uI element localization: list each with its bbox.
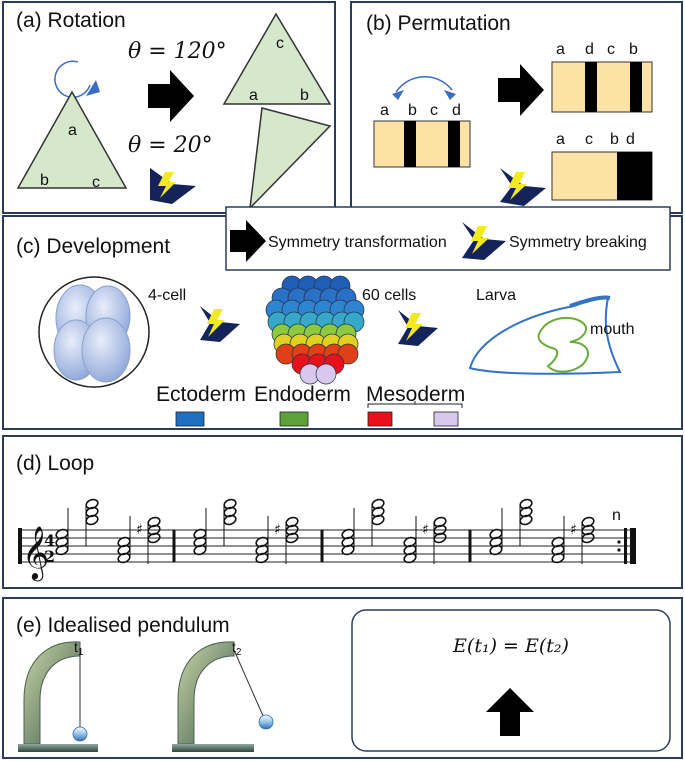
- angle-120-label: θ = 120°: [128, 39, 227, 64]
- perm-orig-d: d: [452, 102, 461, 119]
- panel-a-border: [2, 1, 336, 214]
- sharp-icon: ♯: [136, 522, 143, 538]
- perm-sym-d: d: [585, 41, 594, 58]
- four-cell-embryo: [38, 276, 150, 388]
- panel-d-border: [2, 435, 683, 589]
- tri-label-b: b: [40, 172, 49, 189]
- perm-orig-c: c: [430, 102, 438, 119]
- loop-title: (d) Loop: [16, 452, 94, 475]
- band-original: [373, 120, 471, 168]
- perm-brk-b: b: [610, 131, 619, 148]
- energy-equation: E(t₁) = E(t₂): [452, 635, 569, 657]
- angle-20-label: θ = 20°: [128, 133, 213, 158]
- energy-box: [351, 609, 671, 752]
- triangle-broken: [248, 107, 332, 211]
- sharp-icon: ♯: [570, 522, 577, 538]
- swap-arrow-head-left: [392, 90, 404, 100]
- perm-brk-d: d: [626, 131, 635, 148]
- music-staff: [18, 528, 636, 564]
- energy-up-arrow-icon: [486, 688, 534, 736]
- pendulum-t2-label: t2: [232, 639, 242, 658]
- panel-e-border: [2, 597, 683, 759]
- perm-brk-c: c: [585, 131, 593, 148]
- legend-symmetry-breaking: Symmetry breaking: [509, 234, 647, 251]
- pendulum-t1: [18, 641, 98, 752]
- development-title: (c) Development: [16, 235, 170, 258]
- rotation-title: (a) Rotation: [16, 9, 126, 32]
- pendulum-t2: [172, 641, 274, 752]
- layer-ectoderm-label: Ectoderm: [156, 383, 246, 406]
- perm-orig-b: b: [408, 102, 417, 119]
- perm-symmetry-arrow-icon: [498, 64, 544, 116]
- tri-label-a: a: [68, 122, 77, 139]
- dev-breaking-arrow-2-icon: [398, 310, 438, 346]
- swap-arrow-icon: [395, 76, 453, 93]
- perm-sym-a: a: [556, 41, 565, 58]
- legend-box: Symmetry transformation Symmetry breakin…: [225, 206, 671, 271]
- band-broken: [551, 151, 653, 201]
- layer-mesoderm-label: Mesoderm: [366, 383, 465, 406]
- rot-label-c: c: [276, 35, 284, 52]
- breaking-arrow-icon: [150, 168, 196, 204]
- rotation-circle-icon: [54, 60, 100, 98]
- swatch-mesoderm-lilac: [433, 411, 459, 427]
- pendulum-title: (e) Idealised pendulum: [16, 614, 230, 637]
- swap-arrow-head-right: [444, 90, 456, 100]
- legend-breaking-arrow-icon: [462, 222, 506, 260]
- symmetry-arrow-icon: [148, 70, 194, 122]
- time-sig-top: 4: [44, 531, 55, 550]
- rot-label-a: a: [249, 87, 258, 104]
- mesoderm-bracket: [367, 401, 463, 408]
- legend-symmetry-transformation: Symmetry transformation: [268, 234, 447, 251]
- stage-larva: Larva: [476, 287, 516, 304]
- time-sig-bottom: 2: [44, 547, 55, 566]
- larva-drawing: [468, 295, 622, 375]
- rot-label-b: b: [300, 87, 309, 104]
- chord-notes: ♯ ♯ ♯ ♯: [55, 498, 595, 564]
- swatch-endoderm: [279, 411, 309, 427]
- perm-orig-a: a: [380, 102, 389, 119]
- sixty-cell-embryo: [265, 275, 365, 385]
- perm-breaking-arrow-icon: [500, 168, 546, 206]
- triangle-rotated: [222, 12, 332, 105]
- triangle-original: [16, 90, 128, 189]
- dev-breaking-arrow-1-icon: [200, 306, 240, 342]
- stage-4-cell: 4-cell: [148, 287, 186, 304]
- mouth-label: mouth: [590, 321, 634, 338]
- legend-symmetry-arrow-icon: [230, 220, 266, 262]
- repeat-count-n: n: [612, 507, 621, 524]
- sharp-icon: ♯: [422, 522, 429, 538]
- perm-brk-a: a: [556, 131, 565, 148]
- treble-clef-icon: 𝄞: [22, 525, 49, 581]
- tri-label-c: c: [92, 174, 100, 191]
- band-symmetric: [551, 61, 653, 113]
- perm-sym-b: b: [629, 41, 638, 58]
- swatch-ectoderm: [175, 411, 205, 427]
- stage-60-cells: 60 cells: [362, 287, 416, 304]
- pendulum-t1-label: t1: [74, 639, 84, 658]
- permutation-title: (b) Permutation: [366, 12, 511, 35]
- swatch-mesoderm-red: [367, 411, 393, 427]
- embryo-cell: [315, 363, 337, 385]
- perm-sym-c: c: [607, 41, 615, 58]
- sharp-icon: ♯: [274, 522, 281, 538]
- layer-endoderm-label: Endoderm: [254, 383, 351, 406]
